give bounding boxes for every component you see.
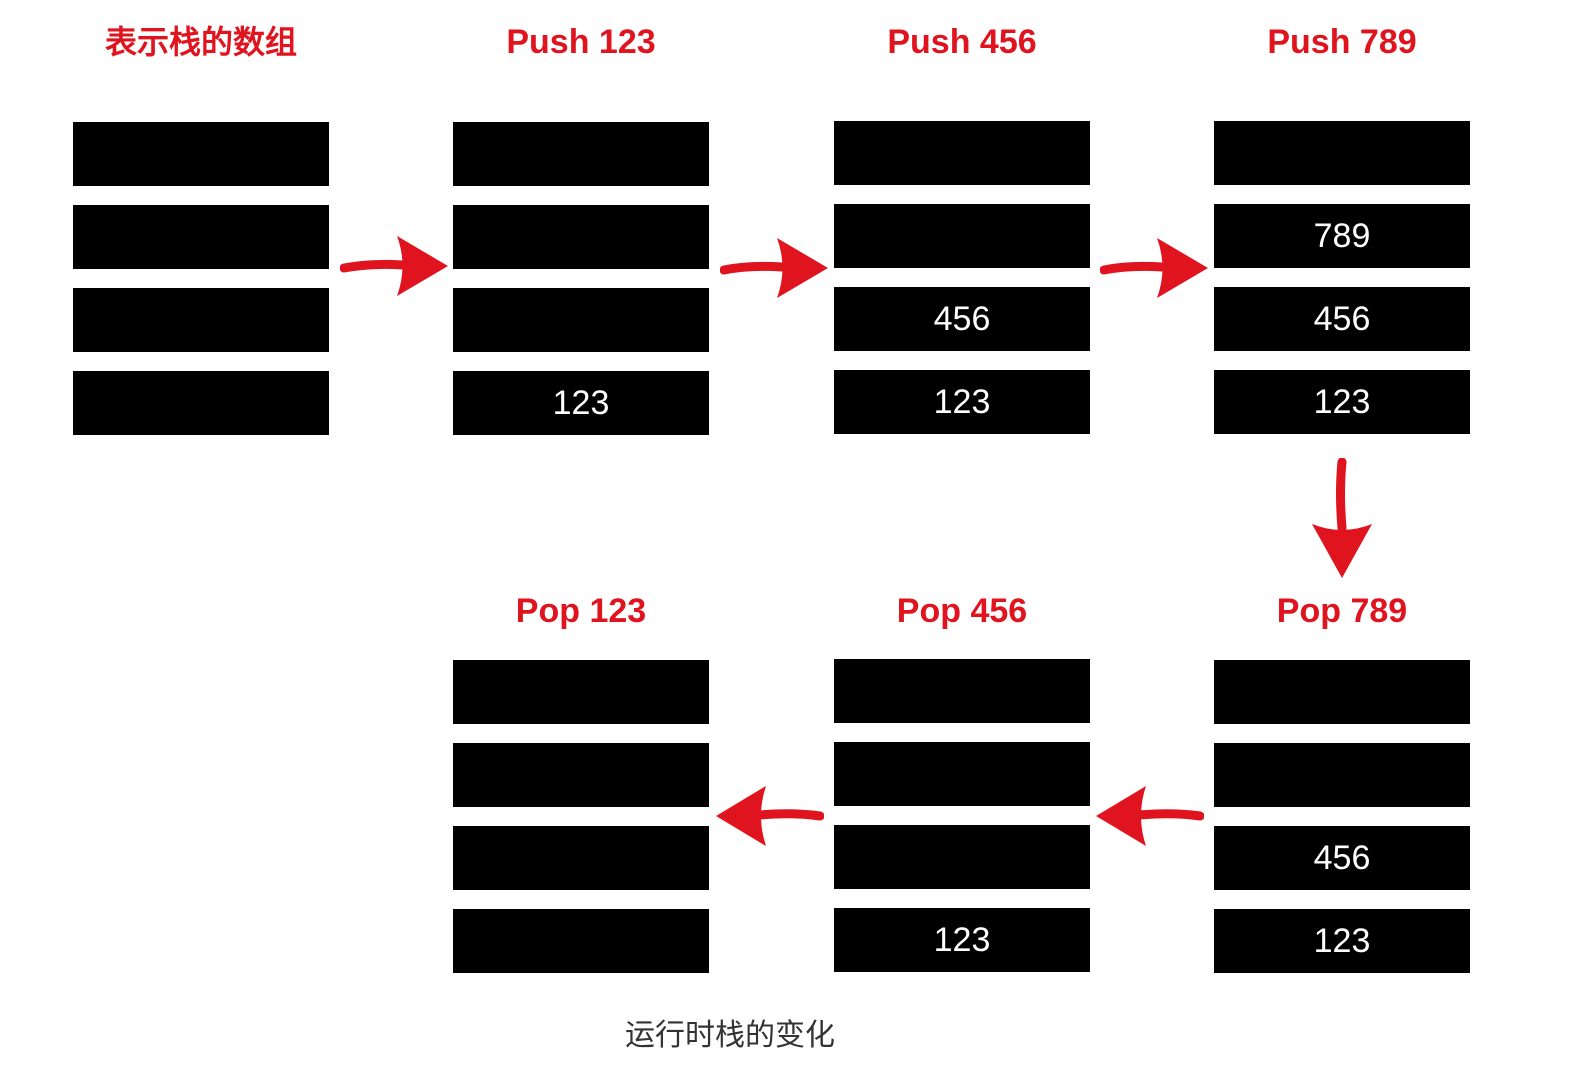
stage-title: Push 123 xyxy=(506,23,656,61)
stack-slot xyxy=(834,204,1090,268)
stack-slot xyxy=(1214,743,1470,807)
stack-slot xyxy=(453,205,709,269)
stack-slot: 456 xyxy=(1214,826,1470,890)
stack-slot xyxy=(834,825,1090,889)
stack-slot xyxy=(73,288,329,352)
stack-slot xyxy=(453,743,709,807)
stack-slot xyxy=(453,909,709,973)
arrow-left-icon xyxy=(716,786,824,846)
stage-title: Pop 456 xyxy=(896,592,1028,630)
stage-title: 表示栈的数组 xyxy=(104,23,297,61)
stack-slot: 123 xyxy=(834,370,1090,434)
stack-slot xyxy=(453,122,709,186)
arrow-right-icon xyxy=(1100,238,1208,298)
stack-slot xyxy=(834,659,1090,723)
figure-caption: 运行时栈的变化 xyxy=(625,1018,835,1053)
arrow-right-icon xyxy=(720,238,828,298)
stack-slot xyxy=(73,122,329,186)
stack-slot xyxy=(73,371,329,435)
stack-slot xyxy=(1214,121,1470,185)
stack-slot: 123 xyxy=(1214,909,1470,973)
stack-slot: 456 xyxy=(1214,287,1470,351)
stack-slot xyxy=(1214,660,1470,724)
stage-title: Pop 123 xyxy=(515,592,647,630)
stack-slot xyxy=(453,826,709,890)
stack-slot xyxy=(73,205,329,269)
stack-slot: 456 xyxy=(834,287,1090,351)
stack-slot: 123 xyxy=(453,371,709,435)
arrow-left-icon xyxy=(1096,786,1204,846)
stack-slot xyxy=(453,660,709,724)
stack-slot xyxy=(834,742,1090,806)
stack-slot xyxy=(834,121,1090,185)
stack-slot xyxy=(453,288,709,352)
arrow-down-icon xyxy=(1312,458,1372,578)
stack-slot: 123 xyxy=(834,908,1090,972)
stack-slot: 123 xyxy=(1214,370,1470,434)
stack-slot: 789 xyxy=(1214,204,1470,268)
arrow-right-icon xyxy=(340,236,448,296)
stage-title: Push 456 xyxy=(887,23,1037,61)
stage-title: Pop 789 xyxy=(1276,592,1408,630)
stage-title: Push 789 xyxy=(1267,23,1417,61)
